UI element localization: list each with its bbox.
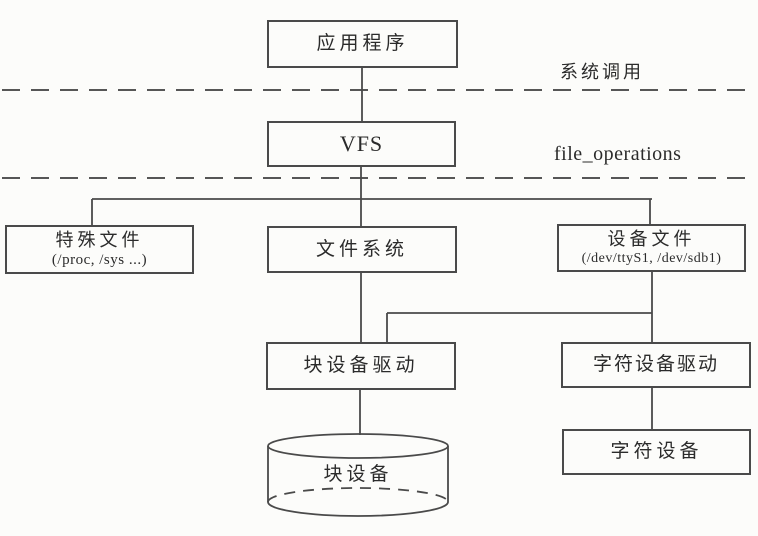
node-vfs: VFS xyxy=(267,121,456,167)
node-char-device: 字符设备 xyxy=(562,429,751,475)
system-call-label: 系统调用 xyxy=(560,62,644,82)
file-operations-label: file_operations xyxy=(554,143,682,165)
node-vfs-label: VFS xyxy=(339,131,384,157)
node-char-device-label: 字符设备 xyxy=(610,441,703,463)
node-file-system-label: 文件系统 xyxy=(315,238,408,260)
node-char-driver-label: 字符设备驱动 xyxy=(592,354,719,376)
node-special-files-sublabel: (/proc, /sys ...) xyxy=(51,252,148,269)
node-application: 应用程序 xyxy=(267,20,458,68)
node-device-files-sublabel: (/dev/ttyS1, /dev/sdb1) xyxy=(581,251,722,267)
node-file-system: 文件系统 xyxy=(267,226,457,273)
block-device-cylinder xyxy=(267,433,449,517)
node-block-device-label: 块设备 xyxy=(323,464,393,485)
node-application-label: 应用程序 xyxy=(316,33,409,55)
node-block-driver: 块设备驱动 xyxy=(266,342,456,390)
node-device-files-label: 设备文件 xyxy=(607,228,696,249)
node-special-files: 特殊文件 (/proc, /sys ...) xyxy=(5,225,194,274)
node-block-driver-label: 块设备驱动 xyxy=(303,355,419,377)
node-special-files-label: 特殊文件 xyxy=(55,229,144,250)
node-device-files: 设备文件 (/dev/ttyS1, /dev/sdb1) xyxy=(557,224,746,272)
node-char-driver: 字符设备驱动 xyxy=(561,342,751,388)
